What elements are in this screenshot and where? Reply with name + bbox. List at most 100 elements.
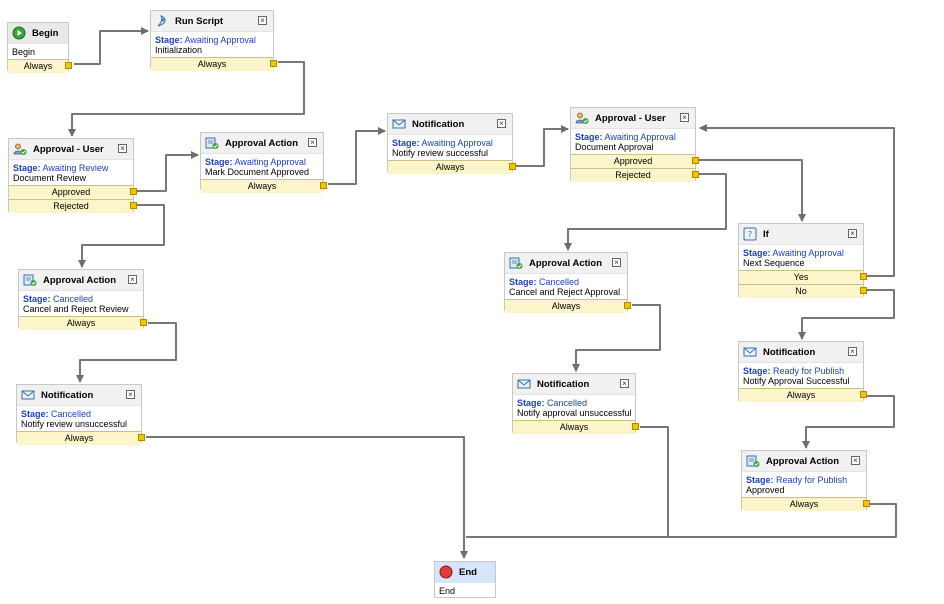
notification-node-approval-successful[interactable]: Notification × Stage: Ready for Publish … — [738, 341, 867, 402]
node-header[interactable]: End — [435, 562, 495, 583]
node-header[interactable]: Approval Action × — [505, 253, 627, 274]
output-port[interactable] — [509, 163, 516, 170]
end-node[interactable]: End End — [434, 561, 496, 598]
output-always[interactable]: Always — [17, 431, 145, 445]
node-description: End — [439, 586, 456, 596]
node-title: Notification — [763, 346, 816, 358]
approval-user-node-review[interactable]: Approval - User × Stage: Awaiting Review… — [8, 138, 137, 213]
node-title: Notification — [41, 389, 94, 401]
output-always[interactable]: Always — [513, 420, 639, 434]
node-header[interactable]: Notification × — [739, 342, 863, 363]
close-icon[interactable]: × — [258, 16, 267, 25]
node-description: Notify review successful — [392, 148, 489, 158]
close-icon[interactable]: × — [620, 379, 629, 388]
output-always[interactable]: Always — [19, 316, 147, 330]
output-port[interactable] — [632, 423, 639, 430]
node-title: Approval - User — [595, 112, 666, 124]
output-always[interactable]: Always — [388, 160, 516, 174]
close-icon[interactable]: × — [848, 229, 857, 238]
output-rejected[interactable]: Rejected — [571, 168, 699, 182]
node-header[interactable]: Run Script × — [151, 11, 273, 32]
close-icon[interactable]: × — [612, 258, 621, 267]
connector-begin-runscript — [74, 27, 149, 65]
output-always[interactable]: Always — [742, 497, 870, 511]
node-stage: Stage: Awaiting Approval — [575, 132, 676, 142]
connector-if-yes-approval2 — [699, 124, 895, 277]
node-title: Approval Action — [43, 274, 117, 286]
notification-node-review-unsuccessful[interactable]: Notification × Stage: Cancelled Notify r… — [16, 384, 145, 445]
output-always[interactable]: Always — [201, 179, 327, 193]
node-header[interactable]: Begin — [8, 23, 68, 44]
node-title: Begin — [32, 27, 59, 39]
close-icon[interactable]: × — [497, 119, 506, 128]
node-header[interactable]: Approval - User × — [9, 139, 133, 160]
output-port[interactable] — [65, 62, 72, 69]
run-script-node[interactable]: Run Script × Stage: Awaiting Approval In… — [150, 10, 277, 71]
output-yes[interactable]: Yes — [739, 270, 867, 284]
output-always[interactable]: Always — [8, 59, 72, 73]
output-port[interactable] — [130, 188, 137, 195]
node-header[interactable]: ? If × — [739, 224, 863, 245]
node-header[interactable]: Notification × — [17, 385, 141, 406]
output-port[interactable] — [863, 500, 870, 507]
close-icon[interactable]: × — [128, 275, 137, 284]
node-header[interactable]: Approval Action × — [742, 451, 866, 472]
output-approved[interactable]: Approved — [571, 154, 699, 168]
notification-node-review-successful[interactable]: Notification × Stage: Awaiting Approval … — [387, 113, 516, 174]
output-port[interactable] — [138, 434, 145, 441]
output-port[interactable] — [624, 302, 631, 309]
if-node-next-sequence[interactable]: ? If × Stage: Awaiting Approval Next Seq… — [738, 223, 867, 298]
node-description: Notify approval unsuccessful — [517, 408, 632, 418]
output-always[interactable]: Always — [739, 388, 867, 402]
node-stage: Stage: Cancelled — [21, 409, 92, 419]
close-icon[interactable]: × — [680, 113, 689, 122]
output-port[interactable] — [130, 202, 137, 209]
approval-action-node-reject-approval[interactable]: Approval Action × Stage: Cancelled Cance… — [504, 252, 631, 313]
output-port[interactable] — [860, 287, 867, 294]
node-stage: Stage: Awaiting Approval — [205, 157, 306, 167]
node-title: Notification — [537, 378, 590, 390]
node-description: Initialization — [155, 45, 203, 55]
node-header[interactable]: Approval - User × — [571, 108, 695, 129]
connector-approval2-rejected-action3 — [564, 173, 727, 251]
close-icon[interactable]: × — [118, 144, 127, 153]
node-stage: Stage: Ready for Publish — [743, 366, 845, 376]
connector-approval2-approved-if — [698, 159, 806, 222]
output-always[interactable]: Always — [505, 299, 631, 313]
output-port[interactable] — [140, 319, 147, 326]
approval-action-node-approved[interactable]: Approval Action × Stage: Ready for Publi… — [741, 450, 870, 511]
close-icon[interactable]: × — [126, 390, 135, 399]
node-header[interactable]: Approval Action × — [19, 270, 143, 291]
node-header[interactable]: Notification × — [388, 114, 512, 135]
approval-user-node-approval[interactable]: Approval - User × Stage: Awaiting Approv… — [570, 107, 699, 182]
approval-action-node-reject-review[interactable]: Approval Action × Stage: Cancelled Cance… — [18, 269, 147, 330]
node-header[interactable]: Approval Action × — [201, 133, 323, 154]
close-icon[interactable]: × — [308, 138, 317, 147]
begin-node[interactable]: Begin Begin Always — [7, 22, 72, 73]
close-icon[interactable]: × — [851, 456, 860, 465]
output-port[interactable] — [692, 171, 699, 178]
approval-action-node-mark-approved[interactable]: Approval Action × Stage: Awaiting Approv… — [200, 132, 327, 193]
output-port[interactable] — [320, 182, 327, 189]
node-description: Next Sequence — [743, 258, 805, 268]
node-title: Run Script — [175, 15, 224, 27]
output-approved[interactable]: Approved — [9, 185, 137, 199]
node-stage: Stage: Cancelled — [23, 294, 94, 304]
output-always[interactable]: Always — [151, 57, 277, 71]
notification-node-approval-unsuccessful[interactable]: Notification × Stage: Cancelled Notify a… — [512, 373, 639, 434]
connector-action2-notification2 — [76, 322, 177, 383]
condition-icon: ? — [743, 227, 757, 241]
close-icon[interactable]: × — [848, 347, 857, 356]
node-header[interactable]: Notification × — [513, 374, 635, 395]
output-port[interactable] — [860, 391, 867, 398]
output-rejected[interactable]: Rejected — [9, 199, 137, 213]
output-no[interactable]: No — [739, 284, 867, 298]
node-description: Document Review — [13, 173, 87, 183]
user-approval-icon — [13, 142, 27, 156]
connector-action3-notification3 — [572, 304, 661, 372]
output-port[interactable] — [270, 60, 277, 67]
approval-action-icon — [23, 273, 37, 287]
output-port[interactable] — [860, 273, 867, 280]
output-port[interactable] — [692, 157, 699, 164]
node-description: Document Approval — [575, 142, 654, 152]
